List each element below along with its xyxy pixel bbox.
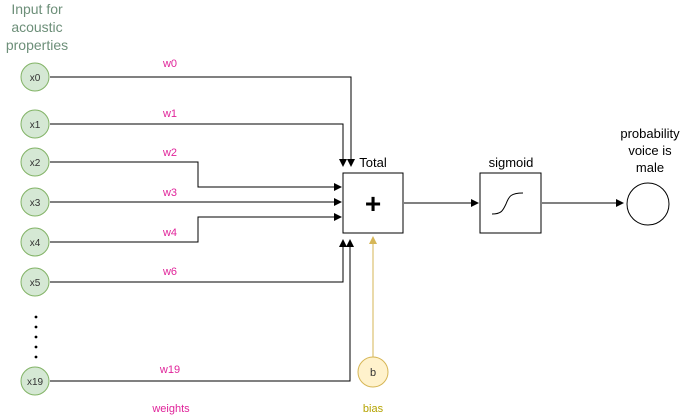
bias-node	[357, 356, 389, 388]
input-label: x4	[30, 238, 41, 249]
input-node-x1	[20, 109, 50, 139]
sum-label: Total	[359, 155, 387, 170]
edge-x19	[50, 239, 354, 382]
ellipsis-dots	[34, 315, 38, 359]
bias-symbol: b	[370, 367, 376, 379]
input-node-x2	[20, 147, 50, 177]
input-title-line: acoustic	[11, 19, 63, 35]
input-title-line: properties	[5, 37, 69, 53]
input-node-x19	[20, 366, 50, 396]
input-node-x0	[20, 62, 50, 92]
output-node	[626, 182, 670, 226]
output-label-line: male	[635, 160, 665, 175]
weight-label: w4	[162, 227, 177, 239]
edge-x5	[50, 239, 347, 283]
weight-label: w19	[159, 364, 180, 376]
sum-symbol: +	[365, 188, 381, 219]
input-nodes: x0 x1 x2 x3 x4 x5 x19	[20, 62, 50, 396]
input-label: x1	[30, 120, 41, 131]
input-node-x5	[20, 267, 50, 297]
edge-x0	[50, 76, 355, 167]
output-label-line: voice is	[628, 143, 672, 158]
sum-node	[342, 172, 404, 234]
input-label: x5	[30, 278, 41, 289]
input-title: Input for acoustic properties	[0, 0, 74, 54]
bias-label: bias	[363, 403, 384, 415]
input-node-x3	[20, 187, 50, 217]
edge-x4	[50, 213, 342, 243]
ellipsis-dot	[34, 355, 38, 359]
input-label: x2	[30, 158, 41, 169]
sigmoid-curve-icon	[491, 192, 524, 215]
weight-label: w3	[162, 187, 177, 199]
input-label: x3	[30, 198, 41, 209]
sigmoid-label: sigmoid	[489, 155, 534, 170]
edge-x2	[50, 161, 342, 191]
connections	[50, 76, 624, 382]
ellipsis-dot	[34, 345, 38, 349]
ellipsis-dot	[34, 325, 38, 329]
ellipsis-dot	[34, 335, 38, 339]
input-title-line: Input for	[11, 1, 63, 17]
output-label-line: probability	[620, 126, 680, 141]
edge-x1	[50, 123, 347, 167]
input-label: x19	[27, 377, 44, 388]
weight-label: w1	[162, 108, 177, 120]
weight-labels: w0 w1 w2 w3 w4 w6 w19 weights	[151, 58, 190, 415]
weight-label: w6	[162, 266, 177, 278]
sigmoid-node	[479, 172, 542, 234]
input-label: x0	[30, 73, 41, 84]
output-label: probability voice is male	[605, 125, 690, 176]
input-node-x4	[20, 227, 50, 257]
weight-label: w0	[162, 58, 177, 70]
weights-caption: weights	[151, 403, 190, 415]
weight-label: w2	[162, 147, 177, 159]
ellipsis-dot	[34, 315, 38, 319]
